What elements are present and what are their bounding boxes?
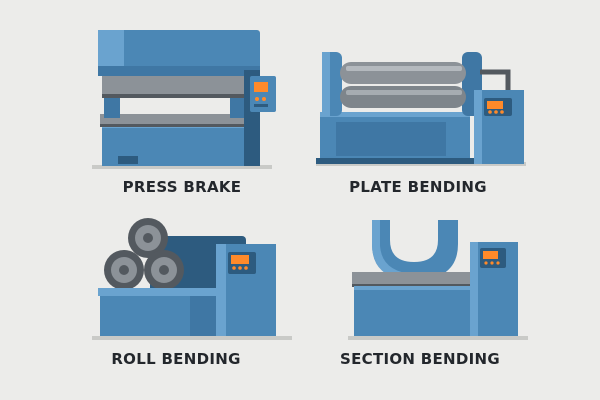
roller-top <box>128 218 168 258</box>
section-bending-icon <box>348 220 528 340</box>
caption-roll-bending: ROLL BENDING <box>111 350 241 368</box>
plate-bending-icon <box>316 52 526 166</box>
roller-left <box>104 250 144 290</box>
roll-bending-icon <box>92 218 292 340</box>
roller-right <box>144 250 184 290</box>
caption-section-bending: SECTION BENDING <box>339 350 501 368</box>
caption-press-brake: PRESS BRAKE <box>122 178 242 196</box>
caption-plate-bending: PLATE BENDING <box>349 178 487 196</box>
press-brake-icon <box>92 30 276 169</box>
